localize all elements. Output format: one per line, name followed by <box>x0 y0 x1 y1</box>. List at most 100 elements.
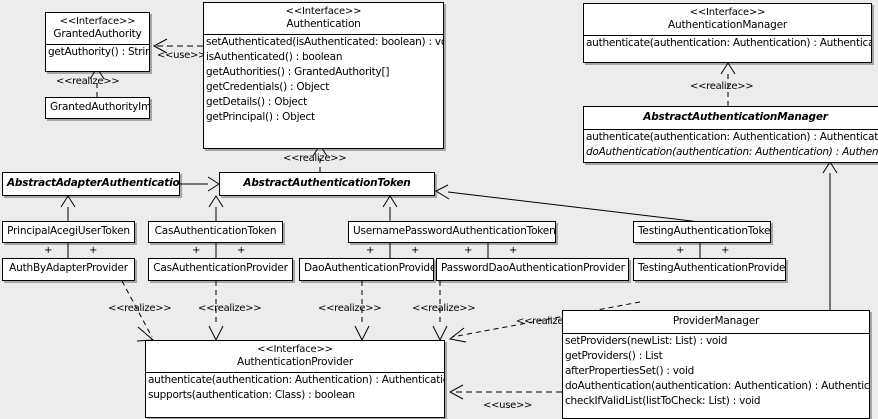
class-name-label: AuthenticationProvider <box>237 356 353 368</box>
class-dao-authentication-provider[interactable]: DaoAuthenticationProvider <box>299 258 434 281</box>
class-name-label: AbstractAdapterAuthenticationToken <box>7 177 179 189</box>
class-name-label: TestingAuthenticationProvider <box>638 262 785 274</box>
class-name-label: AbstractAuthenticationManager <box>643 111 828 123</box>
class-method: getAuthorities() : GrantedAuthority[] <box>206 66 390 78</box>
class-provider-manager[interactable]: ProviderManager setProviders(newList: Li… <box>562 310 870 419</box>
relation-label-realize-auth-by-adapter-provider: <<realize>> <box>108 303 172 314</box>
class-abstract-authentication-token[interactable]: AbstractAuthenticationToken <box>219 172 435 196</box>
class-name-label: AuthByAdapterProvider <box>9 262 128 274</box>
association-marker: + <box>89 245 98 256</box>
relation-label-realize-abstract-authentication-token: <<realize>> <box>283 153 347 164</box>
class-auth-by-adapter-provider[interactable]: AuthByAdapterProvider <box>2 258 135 281</box>
association-marker: + <box>464 245 473 256</box>
association-marker: + <box>237 245 246 256</box>
class-principal-acegi-user-token[interactable]: PrincipalAcegiUserToken <box>2 221 135 243</box>
class-name-label: DaoAuthenticationProvider <box>304 262 433 274</box>
class-granted-authority-impl[interactable]: GrantedAuthorityImpl <box>45 97 150 119</box>
divider <box>146 372 444 373</box>
class-header: TestingAuthenticationToken <box>634 222 770 242</box>
class-method: doAuthentication(authentication: Authent… <box>565 380 869 392</box>
class-granted-authority[interactable]: <<Interface>> GrantedAuthority getAuthor… <box>45 12 150 72</box>
class-authentication-provider[interactable]: <<Interface>> AuthenticationProvider aut… <box>145 340 445 418</box>
divider <box>563 333 869 334</box>
divider <box>584 129 878 130</box>
class-name-label: CasAuthenticationProvider <box>153 262 288 274</box>
stereotype-label: <<Interface>> <box>59 16 136 27</box>
class-method: getCredentials() : Object <box>206 81 330 93</box>
class-header: DaoAuthenticationProvider <box>300 259 433 279</box>
class-method: checkIfValidList(listToCheck: List) : vo… <box>565 395 761 407</box>
association-marker: + <box>44 245 53 256</box>
class-header: <<Interface>> AuthenticationManager <box>584 4 871 35</box>
association-marker: + <box>721 245 730 256</box>
member-list: authenticate(authentication: Authenticat… <box>584 130 878 160</box>
relation-label-use-provider-manager: <<use>> <box>483 400 533 411</box>
class-testing-authentication-provider[interactable]: TestingAuthenticationProvider <box>633 258 786 281</box>
stereotype-label: <<Interface>> <box>689 7 766 18</box>
stereotype-label: <<Interface>> <box>257 344 333 355</box>
class-header: TestingAuthenticationProvider <box>634 259 785 279</box>
class-name-label: AuthenticationManager <box>668 19 787 31</box>
class-header: AbstractAuthenticationManager <box>584 107 878 129</box>
class-name-label: TestingAuthenticationToken <box>638 225 770 237</box>
association-marker: + <box>366 245 375 256</box>
class-header: <<Interface>> AuthenticationProvider <box>146 341 444 372</box>
class-method: authenticate(authentication: Authenticat… <box>148 374 444 386</box>
class-method: authenticate(authentication: Authenticat… <box>586 131 878 143</box>
class-header: AuthByAdapterProvider <box>3 259 134 279</box>
class-method: getAuthority() : String <box>48 46 149 58</box>
class-cas-authentication-provider[interactable]: CasAuthenticationProvider <box>148 258 293 281</box>
class-method: setAuthenticated(isAuthenticated: boolea… <box>206 36 443 48</box>
class-header: CasAuthenticationProvider <box>149 259 292 279</box>
relation-label-realize-abstract-authentication-manager: <<realize>> <box>690 81 754 92</box>
class-method: getProviders() : List <box>565 350 663 362</box>
member-list: getAuthority() : String <box>46 45 149 60</box>
class-method: afterPropertiesSet() : void <box>565 365 695 377</box>
class-method: isAuthenticated() : boolean <box>206 51 343 63</box>
class-name-label: PrincipalAcegiUserToken <box>7 225 130 237</box>
association-marker: + <box>411 245 420 256</box>
class-header: GrantedAuthorityImpl <box>46 98 149 118</box>
class-abstract-adapter-authentication-token[interactable]: AbstractAdapterAuthenticationToken <box>2 172 180 196</box>
class-testing-authentication-token[interactable]: TestingAuthenticationToken <box>633 221 771 243</box>
class-name-label: GrantedAuthorityImpl <box>50 101 149 113</box>
class-username-password-authentication-token[interactable]: UsernamePasswordAuthenticationToken <box>348 221 556 243</box>
class-header: <<Interface>> GrantedAuthority <box>46 13 149 44</box>
class-name-label: GrantedAuthority <box>53 28 142 40</box>
class-header: AbstractAuthenticationToken <box>220 173 434 194</box>
relation-label-realize-granted-authority-impl: <<realize>> <box>56 76 120 87</box>
class-authentication[interactable]: <<Interface>> Authentication setAuthenti… <box>203 2 444 149</box>
class-name-label: AbstractAuthenticationToken <box>243 177 411 189</box>
class-cas-authentication-token[interactable]: CasAuthenticationToken <box>148 221 283 243</box>
association-marker: + <box>676 245 685 256</box>
association-marker: + <box>192 245 201 256</box>
relation-label-realize-password-dao-authentication-provider: <<realize>> <box>412 303 476 314</box>
relation-label-use-granted-authority: <<use>> <box>157 50 207 61</box>
class-header: UsernamePasswordAuthenticationToken <box>349 222 555 242</box>
class-abstract-authentication-manager[interactable]: AbstractAuthenticationManager authentica… <box>583 106 878 163</box>
relation-label-realize-cas-authentication-provider: <<realize>> <box>198 303 262 314</box>
class-name-label: CasAuthenticationToken <box>154 225 277 237</box>
member-list: setProviders(newList: List) : void getPr… <box>563 334 869 409</box>
class-method: getPrincipal() : Object <box>206 111 315 123</box>
class-header: PasswordDaoAuthenticationProvider <box>437 259 628 279</box>
class-header: AbstractAdapterAuthenticationToken <box>3 173 179 194</box>
class-method: authenticate(authentication: Authenticat… <box>586 37 871 49</box>
member-list: authenticate(authentication: Authenticat… <box>146 373 444 403</box>
class-authentication-manager[interactable]: <<Interface>> AuthenticationManager auth… <box>583 3 872 63</box>
class-method: getDetails() : Object <box>206 96 307 108</box>
class-header: ProviderManager <box>563 311 869 333</box>
class-name-label: ProviderManager <box>672 315 760 327</box>
class-header: PrincipalAcegiUserToken <box>3 222 134 242</box>
divider <box>584 35 871 36</box>
association-marker: + <box>509 245 518 256</box>
divider <box>204 34 443 35</box>
class-method: setProviders(newList: List) : void <box>565 335 728 347</box>
class-method: doAuthentication(authentication: Authent… <box>586 146 878 158</box>
class-password-dao-authentication-provider[interactable]: PasswordDaoAuthenticationProvider <box>436 258 629 281</box>
member-list: setAuthenticated(isAuthenticated: boolea… <box>204 35 443 125</box>
class-header: <<Interface>> Authentication <box>204 3 443 34</box>
member-list: authenticate(authentication: Authenticat… <box>584 36 871 51</box>
relation-label-realize-dao-authentication-provider: <<realize>> <box>318 303 382 314</box>
